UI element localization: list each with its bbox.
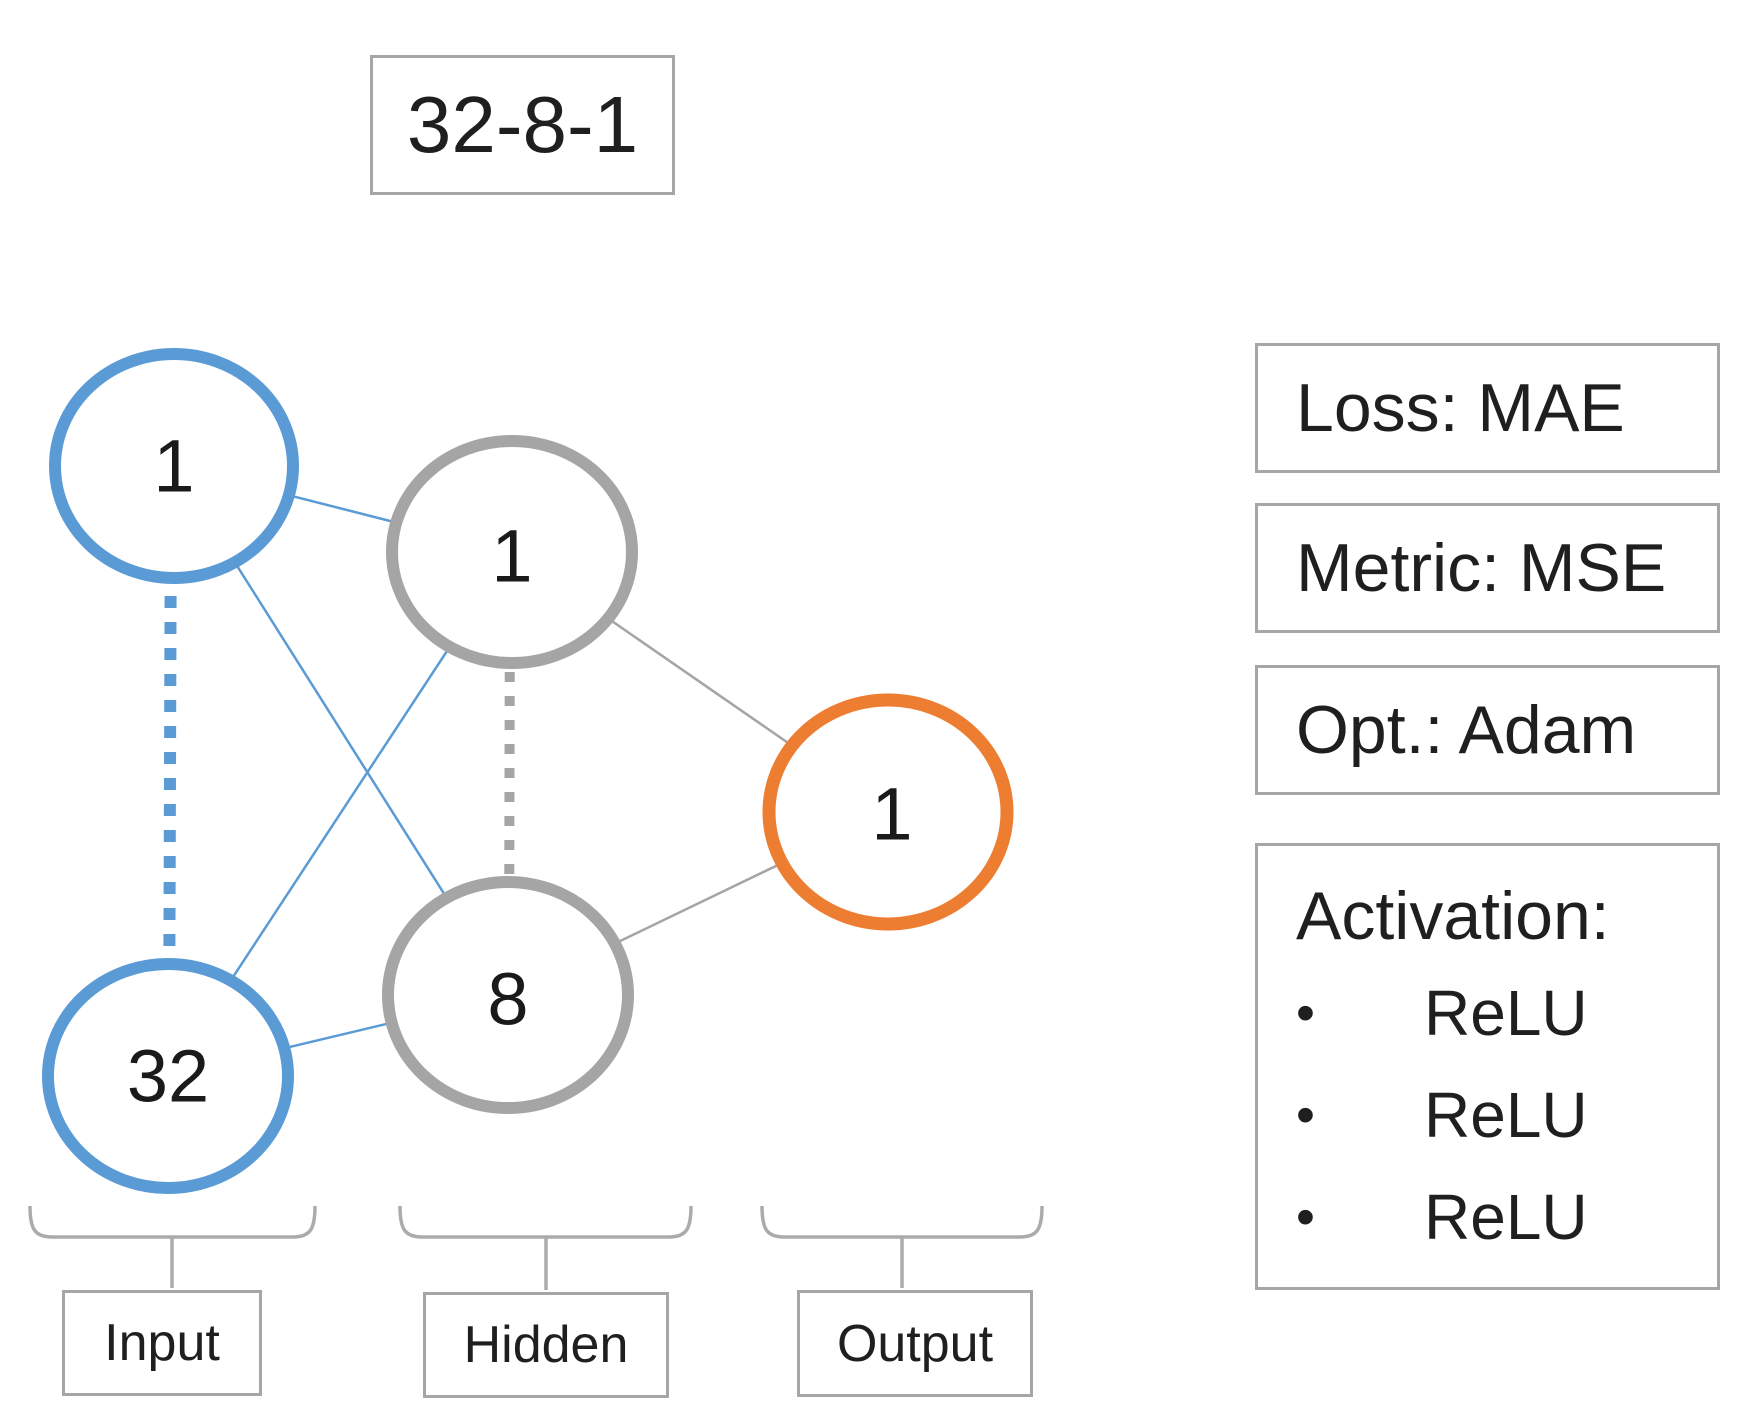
activation-item-3: ReLU <box>1424 1181 1588 1253</box>
output-layer-brace <box>760 1205 1044 1239</box>
activation-row: • ReLU <box>1296 1064 1717 1166</box>
input-node-32-label: 32 <box>127 1035 209 1118</box>
hidden-layer-label: Hidden <box>463 1316 629 1374</box>
layer-braces <box>28 1205 1044 1290</box>
metric-info-box: Metric: MSE <box>1255 503 1720 633</box>
activation-info-box: Activation: • ReLU • ReLU • ReLU <box>1255 843 1720 1290</box>
input-layer-label-box: Input <box>62 1290 262 1396</box>
architecture-title-box: 32-8-1 <box>370 55 675 195</box>
hidden-node-1-label: 1 <box>491 515 532 598</box>
activation-row: • ReLU <box>1296 962 1717 1064</box>
bullet-icon: • <box>1296 1187 1315 1247</box>
optimizer-label: Opt.: Adam <box>1296 692 1637 768</box>
loss-info-box: Loss: MAE <box>1255 343 1720 473</box>
bullet-icon: • <box>1296 1085 1315 1145</box>
output-node-1-label: 1 <box>871 773 912 856</box>
output-layer-label-box: Output <box>797 1290 1033 1397</box>
hidden-layer-brace <box>398 1205 693 1239</box>
activation-row: • ReLU <box>1296 1166 1717 1268</box>
output-layer-label: Output <box>836 1314 994 1373</box>
architecture-title: 32-8-1 <box>406 80 639 169</box>
hidden-node-8-label: 8 <box>487 958 528 1041</box>
loss-label: Loss: MAE <box>1296 370 1625 446</box>
optimizer-info-box: Opt.: Adam <box>1255 665 1720 795</box>
hidden-layer-label-box: Hidden <box>423 1292 669 1398</box>
metric-label: Metric: MSE <box>1296 530 1667 606</box>
input-layer-label: Input <box>104 1314 220 1372</box>
input-node-32-circle <box>42 958 294 1194</box>
hidden-node-8-circle <box>382 876 634 1114</box>
activation-item-1: ReLU <box>1424 977 1588 1049</box>
input-node-1-circle <box>49 348 299 584</box>
output-node-1-circle <box>762 693 1014 931</box>
activation-item-2: ReLU <box>1424 1079 1588 1151</box>
input-node-1-label: 1 <box>153 425 194 508</box>
bullet-icon: • <box>1296 983 1315 1043</box>
hidden-node-1-circle <box>386 435 638 669</box>
input-layer-brace <box>28 1205 317 1239</box>
activation-title: Activation: <box>1296 878 1610 954</box>
